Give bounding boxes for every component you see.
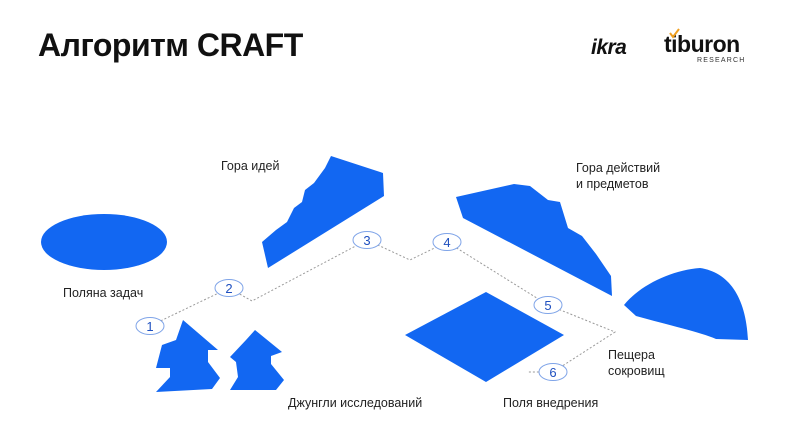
jungle-tree-left: [156, 320, 220, 392]
step-marker-1: 1: [135, 317, 165, 335]
step-number: 3: [363, 233, 370, 248]
jungle-tree-right: [230, 330, 284, 390]
mountain-ideas-label: Гора идей: [221, 159, 280, 173]
mountain-ideas-shape: [262, 156, 384, 268]
jungle-label: Джунгли исследований: [288, 396, 423, 410]
cave-shape: [624, 268, 748, 340]
meadow-label: Поляна задач: [63, 286, 144, 300]
step-number: 2: [225, 281, 232, 296]
mountain-actions-shape: [456, 184, 612, 296]
fields-label: Поля внедрения: [503, 396, 599, 410]
step-number: 1: [146, 319, 153, 334]
step-marker-5: 5: [533, 296, 563, 314]
step-number: 4: [443, 235, 450, 250]
meadow-shape: [41, 214, 167, 270]
step-marker-6: 6: [538, 363, 568, 381]
check-icon: [669, 28, 680, 39]
research-logo-text: RESEARCH: [697, 57, 746, 64]
step-number: 6: [549, 365, 556, 380]
fields-shape: [405, 292, 564, 382]
tiburon-logo: tiburon: [664, 31, 740, 57]
step-marker-4: 4: [432, 233, 462, 251]
cave-label-line2: сокровищ: [608, 364, 665, 378]
mountain-actions-label-line1: Гора действий: [576, 161, 661, 175]
mountain-actions-label-line2: и предметов: [576, 177, 649, 191]
step-marker-2: 2: [214, 279, 244, 297]
step-number: 5: [544, 298, 551, 313]
ikra-logo: ikra: [591, 36, 627, 59]
cave-label-line1: Пещера: [608, 348, 655, 362]
route-path: [149, 239, 617, 373]
step-marker-3: 3: [352, 231, 382, 249]
page-title: Алгоритм CRAFT: [38, 27, 303, 63]
